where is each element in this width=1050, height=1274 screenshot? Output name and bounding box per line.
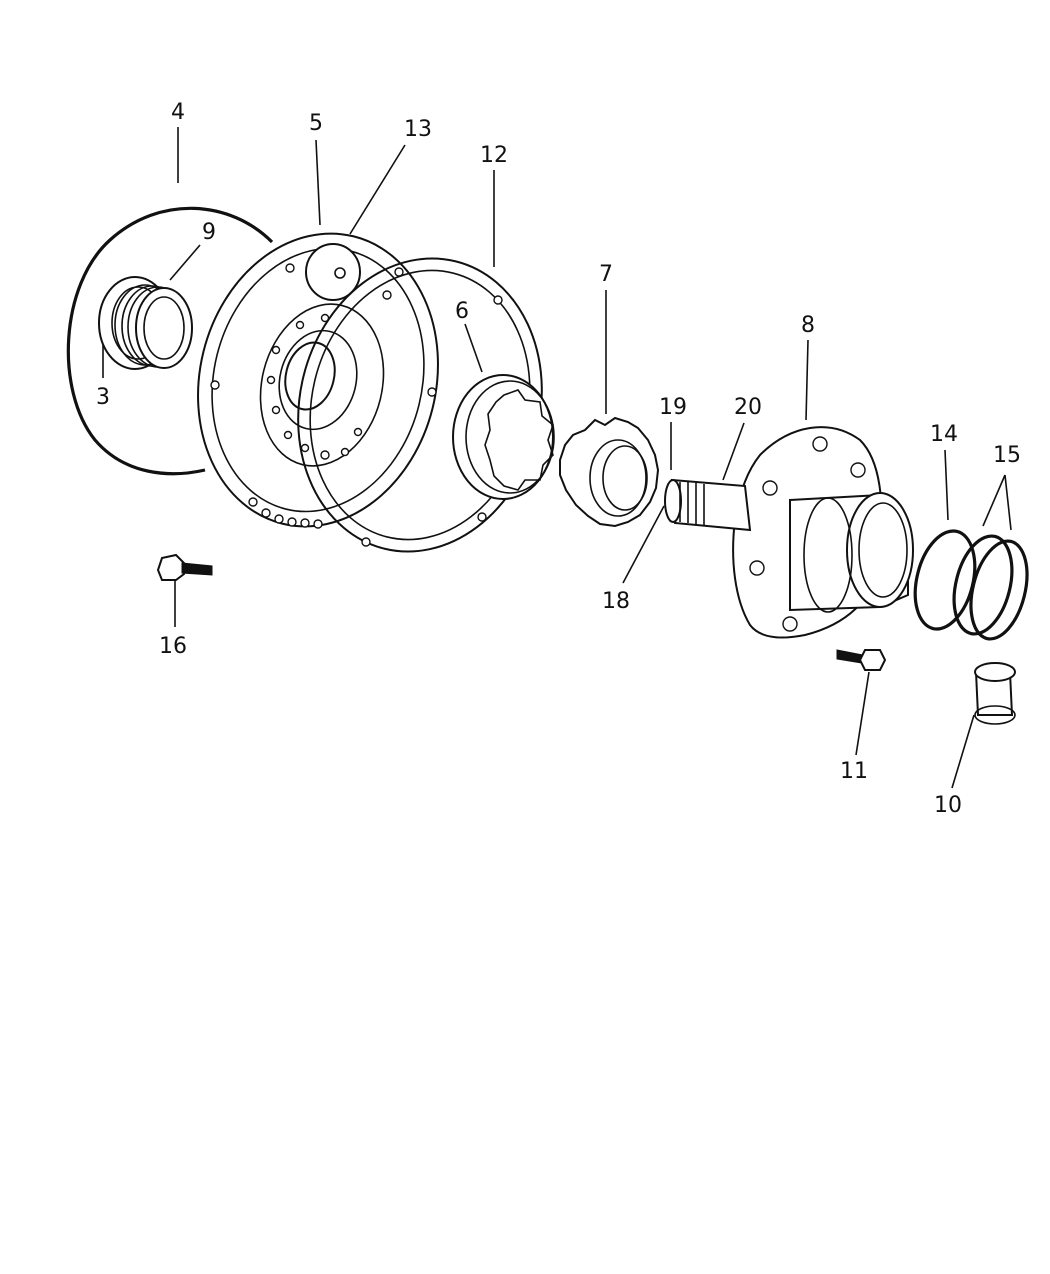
part-20-shaft bbox=[664, 478, 752, 532]
part-10-bushing bbox=[974, 662, 1016, 725]
callout-7: 7 bbox=[599, 262, 613, 287]
leader-10 bbox=[951, 714, 975, 789]
part-15-seal-rings bbox=[952, 534, 1029, 641]
callout-18: 18 bbox=[602, 589, 630, 614]
part-8-stator-support bbox=[732, 426, 914, 639]
callout-4: 4 bbox=[171, 100, 185, 125]
callout-8: 8 bbox=[801, 313, 815, 338]
callout-16: 16 bbox=[159, 634, 187, 659]
callout-labels: 4 5 13 12 9 7 6 8 3 19 20 14 15 18 16 11… bbox=[96, 100, 1021, 818]
callout-12: 12 bbox=[480, 143, 508, 168]
leader-18 bbox=[622, 505, 665, 584]
leader-6 bbox=[464, 323, 483, 373]
leader-lines bbox=[102, 127, 1012, 789]
leader-14 bbox=[944, 449, 949, 521]
leader-9 bbox=[169, 244, 201, 281]
callout-20: 20 bbox=[734, 395, 762, 420]
leader-11 bbox=[855, 671, 870, 756]
part-6-outer-gear bbox=[452, 374, 555, 500]
leader-15a bbox=[982, 474, 1006, 527]
part-16-bolt bbox=[156, 553, 213, 581]
leader-13 bbox=[349, 144, 406, 235]
part-11-bolt bbox=[836, 649, 887, 671]
callout-9: 9 bbox=[202, 220, 216, 245]
leader-8 bbox=[805, 339, 809, 421]
callout-15: 15 bbox=[993, 443, 1021, 468]
callout-19: 19 bbox=[659, 395, 687, 420]
callout-10: 10 bbox=[934, 793, 962, 818]
callout-5: 5 bbox=[309, 111, 323, 136]
callout-6: 6 bbox=[455, 299, 469, 324]
part-4-seal-ring bbox=[66, 206, 274, 476]
part-9-spring bbox=[114, 284, 193, 369]
callout-14: 14 bbox=[930, 422, 958, 447]
part-7-inner-gear bbox=[559, 416, 660, 528]
callout-13: 13 bbox=[404, 117, 432, 142]
leader-15b bbox=[1004, 474, 1012, 531]
callout-3: 3 bbox=[96, 385, 110, 410]
callout-11: 11 bbox=[840, 759, 868, 784]
part-5-pump-housing bbox=[197, 232, 439, 529]
leader-5 bbox=[315, 139, 321, 226]
leader-20 bbox=[722, 422, 745, 481]
